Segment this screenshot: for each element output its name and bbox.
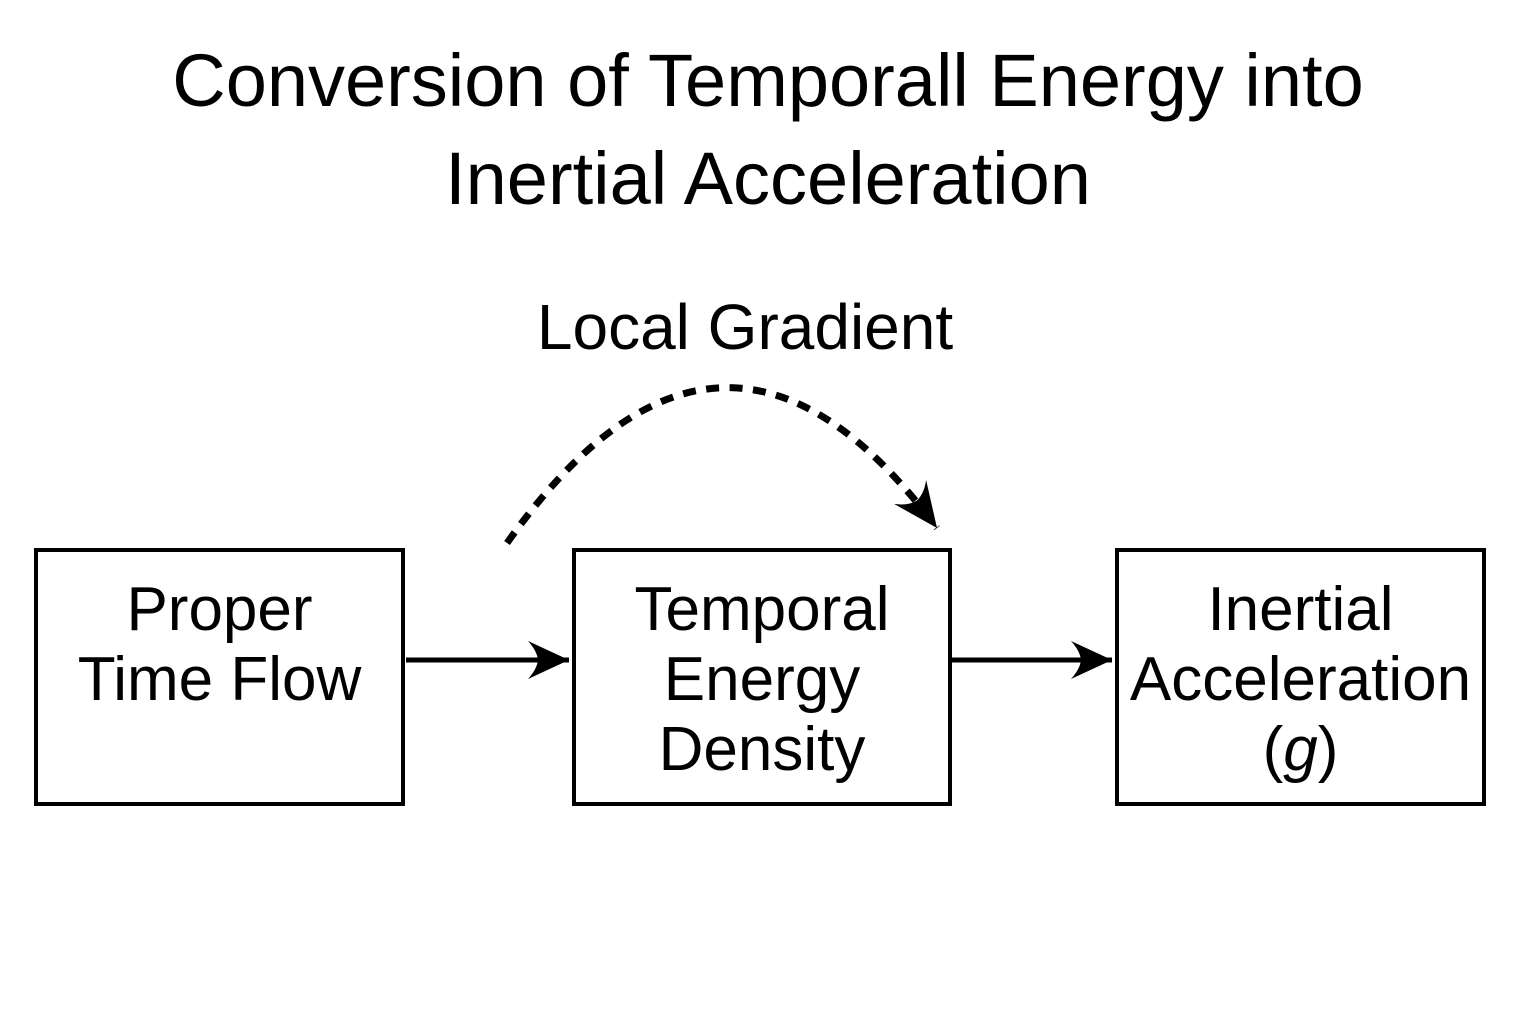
box-label-line: Time Flow <box>77 645 362 714</box>
local-gradient-label: Local Gradient <box>536 291 954 363</box>
box-label-line: Density <box>658 715 866 784</box>
page-title-line-2: Inertial Acceleration <box>445 137 1091 220</box>
page-title: Conversion of Temporall Energy into Iner… <box>0 32 1536 228</box>
box-label-symbol: (g) <box>1119 715 1482 785</box>
box-label-line: Temporal <box>634 575 890 644</box>
box-temporal-energy-density: Temporal Energy Density <box>572 548 952 806</box>
paren-open: ( <box>1262 715 1284 784</box>
page-title-line-1: Conversion of Temporall Energy into <box>172 39 1364 122</box>
box-inertial-acceleration: Inertial Acceleration (g) <box>1115 548 1486 806</box>
box-label-line: Energy <box>663 645 861 714</box>
local-gradient-arrow <box>504 384 940 546</box>
box-proper-time-flow: Proper Time Flow <box>34 548 405 806</box>
g-symbol: g <box>1283 715 1318 784</box>
paren-close: ) <box>1317 715 1339 784</box>
box-label-line: Acceleration <box>1129 645 1472 714</box>
box-label-line: Proper <box>126 575 313 644</box>
box-label-line: Inertial <box>1207 575 1394 644</box>
